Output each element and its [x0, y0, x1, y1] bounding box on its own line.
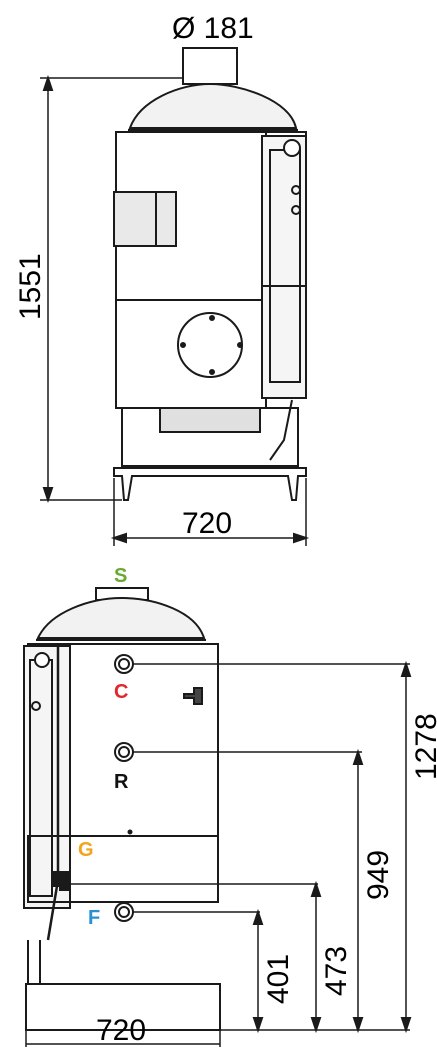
hood [128, 82, 298, 129]
front-width-label: 720 [182, 507, 232, 540]
side-width-label: 720 [96, 1014, 146, 1047]
side-view [23, 587, 412, 1047]
dim-949-label: 949 [362, 850, 395, 900]
label-c: C [114, 681, 128, 703]
front-height-label: 1551 [14, 253, 47, 320]
connection-f-port [114, 902, 134, 922]
side-base [25, 983, 221, 1031]
flue-pipe [182, 47, 238, 85]
label-f: F [88, 907, 100, 929]
dim-1278-label: 1278 [410, 713, 437, 780]
inspection-window [113, 191, 177, 247]
dim-473-label: 473 [320, 946, 353, 996]
connection-c-port [114, 654, 134, 674]
label-s: S [114, 565, 127, 587]
front-view: Ø 181 [40, 12, 310, 546]
dim-401-label: 401 [262, 954, 295, 1004]
diameter-label: Ø 181 [172, 12, 254, 45]
connection-r-port [114, 742, 134, 762]
side-control-panel [23, 645, 71, 909]
label-g: G [78, 839, 94, 861]
feet [113, 467, 307, 501]
connection-g-port [59, 875, 69, 891]
round-port [177, 312, 243, 378]
valve [183, 687, 203, 705]
side-hood [36, 596, 206, 639]
label-r: R [114, 771, 129, 793]
